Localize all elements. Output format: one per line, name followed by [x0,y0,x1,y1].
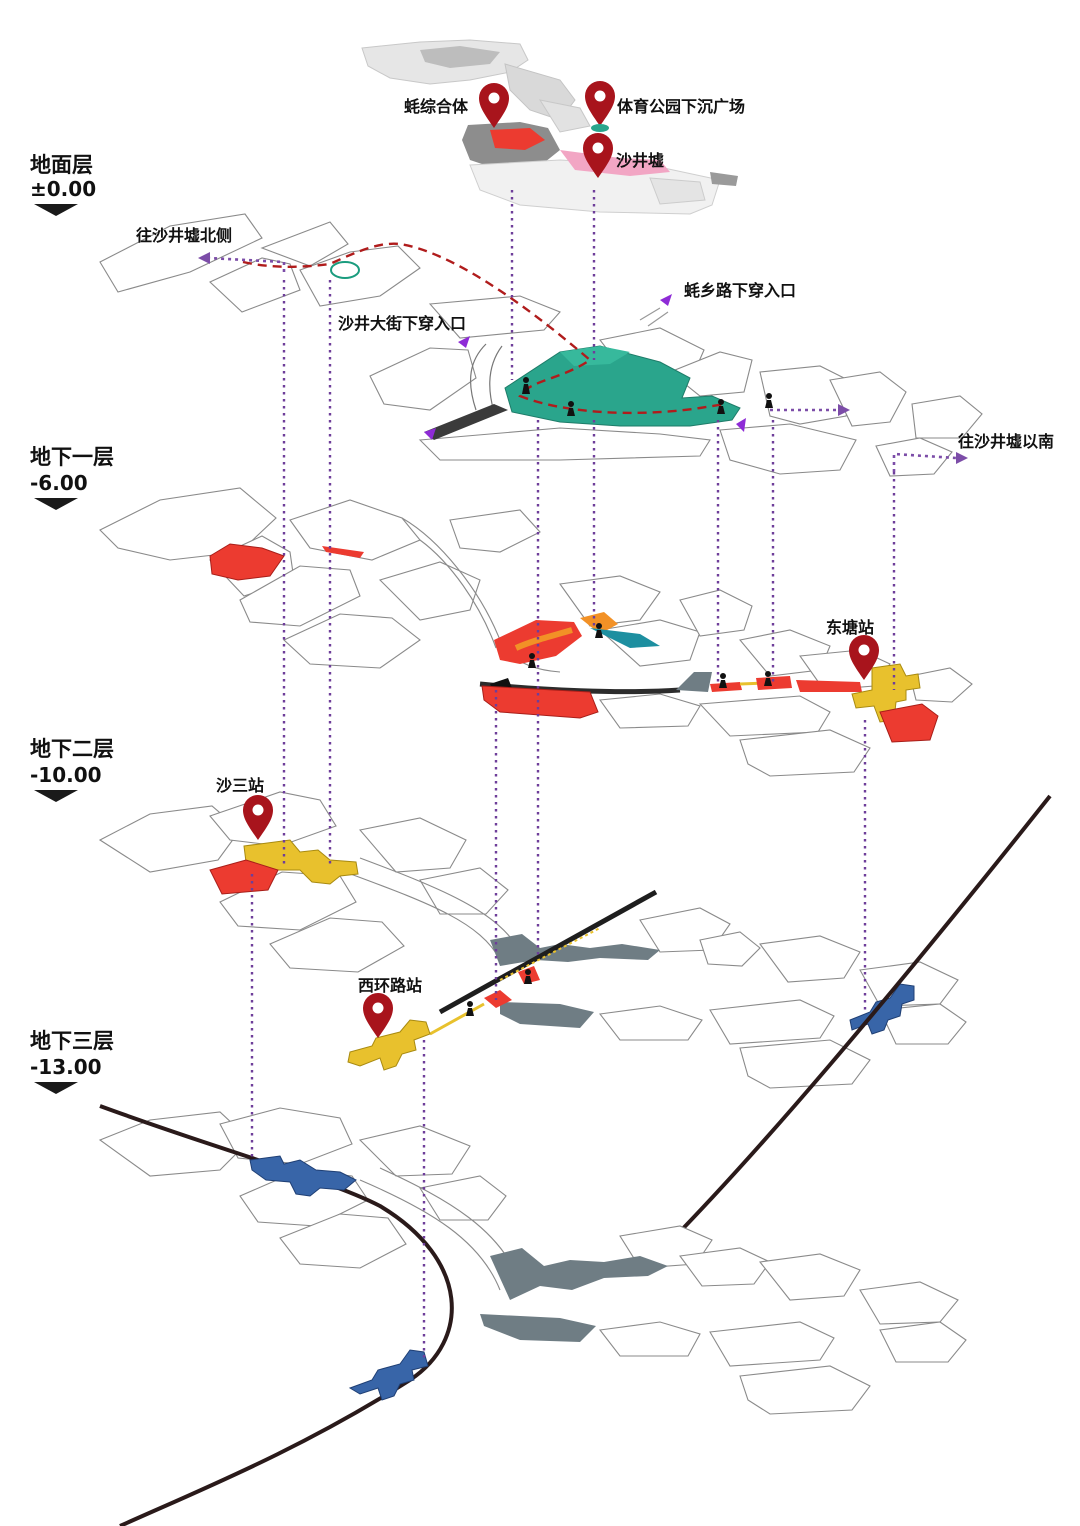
level-b3-marker-icon [34,1082,78,1094]
label-complex: 蚝综合体 [404,97,469,116]
place-labels: 蚝综合体 体育公园下沉广场 沙井墟 往沙井墟北侧 蚝乡路下穿入口 沙井大街下穿入… [136,97,1054,995]
level-ground-name: 地面层 [30,153,93,177]
b2-level-plan [98,791,1052,1246]
label-shajingxu: 沙井墟 [616,151,664,170]
b1-level-plan [99,487,973,777]
pin-sunken-plaza-icon [585,81,615,126]
ground-level-plan [99,213,983,477]
label-south-side: 往沙井墟以南 [958,432,1054,451]
label-shajing-entrance: 沙井大街下穿入口 [338,314,466,333]
level-ground-elevation: ±0.00 [30,177,96,201]
pin-complex-icon [479,83,509,128]
vertical-connectors [250,190,896,1360]
level-b1-marker-icon [34,498,78,510]
label-xihuanlu-station: 西环路站 [358,976,422,995]
level-b2-marker-icon [34,790,78,802]
level-b2-elevation: -10.00 [30,763,102,787]
pin-xihuanlu-icon [363,993,393,1038]
level-b1-name: 地下一层 [30,445,114,469]
level-b3-name: 地下三层 [30,1029,114,1053]
level-b1-elevation: -6.00 [30,471,88,495]
label-north-side: 往沙井墟北侧 [136,226,232,245]
label-dongtang-station: 东塘站 [826,618,874,637]
ground-building-massing [361,39,738,215]
level-ground-marker-icon [34,204,78,216]
b3-level-plan [98,1104,967,1526]
label-shasan-station: 沙三站 [216,776,264,795]
level-labels: 地面层 ±0.00 地下一层 -6.00 地下二层 -10.00 地下三层 -1… [30,153,114,1094]
label-haoxiang-entrance: 蚝乡路下穿入口 [684,281,796,300]
level-b2-name: 地下二层 [30,737,114,761]
level-b3-elevation: -13.00 [30,1055,102,1079]
label-sunken-plaza: 体育公园下沉广场 [617,97,745,116]
location-pins [243,81,879,1038]
